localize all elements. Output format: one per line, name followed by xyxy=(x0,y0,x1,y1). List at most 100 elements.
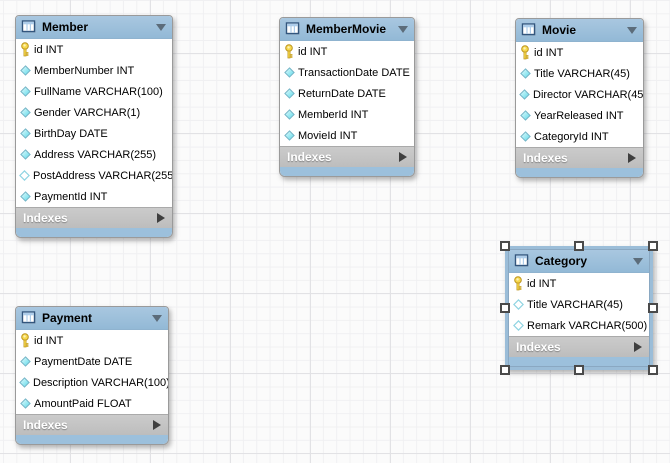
collapse-arrow-icon[interactable] xyxy=(627,27,637,34)
selection-handle-bottom-left[interactable] xyxy=(500,365,510,375)
expand-arrow-icon[interactable] xyxy=(628,153,636,163)
column-label: id INT xyxy=(298,46,327,58)
column-row-yearreleased[interactable]: YearReleased INT xyxy=(516,105,643,126)
column-row-address[interactable]: Address VARCHAR(255) xyxy=(16,144,172,165)
table-movie-header[interactable]: Movie xyxy=(516,19,643,42)
column-label: id INT xyxy=(34,335,63,347)
collapse-arrow-icon[interactable] xyxy=(156,24,166,31)
table-bottom-bar xyxy=(16,228,172,237)
selection-handle-bottom-right[interactable] xyxy=(648,365,658,375)
table-membermovie[interactable]: MemberMovie id INT TransactionDate DATE Re… xyxy=(279,17,415,177)
primary-key-icon xyxy=(283,44,295,59)
diamond-notnull-icon xyxy=(519,68,531,79)
column-row-membernumber[interactable]: MemberNumber INT xyxy=(16,60,172,81)
expand-arrow-icon[interactable] xyxy=(634,342,642,352)
expand-arrow-icon[interactable] xyxy=(153,420,161,430)
table-movie[interactable]: Movie id INT Title VARCHAR(45)Director VA… xyxy=(515,18,644,178)
table-title: Member xyxy=(42,20,88,34)
column-label: id INT xyxy=(527,278,556,290)
diamond-notnull-icon xyxy=(19,128,31,139)
column-row-movieid[interactable]: MovieId INT xyxy=(280,125,414,146)
column-row-amountpaid[interactable]: AmountPaid FLOAT xyxy=(16,393,168,414)
selection-handle-middle-left[interactable] xyxy=(500,303,510,313)
column-label: TransactionDate DATE xyxy=(298,67,410,79)
column-row-paymentdate[interactable]: PaymentDate DATE xyxy=(16,351,168,372)
table-category[interactable]: Category id INT Title VARCHAR(45) Remark V… xyxy=(508,249,650,367)
diamond-notnull-icon xyxy=(19,377,30,388)
column-row-paymentid[interactable]: PaymentId INT xyxy=(16,186,172,207)
table-payment-header[interactable]: Payment xyxy=(16,307,168,330)
indexes-label: Indexes xyxy=(516,340,561,354)
column-row-id[interactable]: id INT xyxy=(280,41,414,62)
collapse-arrow-icon[interactable] xyxy=(152,315,162,322)
primary-key-icon xyxy=(519,45,531,60)
diamond-nullable-icon xyxy=(512,299,524,310)
table-payment[interactable]: Payment id INT PaymentDate DATE Descriptio… xyxy=(15,306,169,445)
column-row-director[interactable]: Director VARCHAR(45) xyxy=(516,84,643,105)
column-row-title[interactable]: Title VARCHAR(45) xyxy=(516,63,643,84)
column-label: PaymentDate DATE xyxy=(34,356,132,368)
column-row-description[interactable]: Description VARCHAR(100) xyxy=(16,372,168,393)
table-title: MemberMovie xyxy=(306,22,386,36)
column-label: AmountPaid FLOAT xyxy=(34,398,132,410)
table-category-header[interactable]: Category xyxy=(509,250,649,273)
column-label: id INT xyxy=(534,47,563,59)
table-icon xyxy=(21,20,37,34)
column-row-id[interactable]: id INT xyxy=(16,39,172,60)
table-category-indexes-bar[interactable]: Indexes xyxy=(509,336,649,357)
table-membermovie-header[interactable]: MemberMovie xyxy=(280,18,414,41)
column-label: MovieId INT xyxy=(298,130,357,142)
diamond-notnull-icon xyxy=(519,89,530,100)
column-row-memberid[interactable]: MemberId INT xyxy=(280,104,414,125)
selection-frame-category[interactable]: Category id INT Title VARCHAR(45) Remark V… xyxy=(505,246,653,370)
table-membermovie-indexes-bar[interactable]: Indexes xyxy=(280,146,414,167)
indexes-label: Indexes xyxy=(23,418,68,432)
expand-arrow-icon[interactable] xyxy=(399,152,407,162)
diamond-notnull-icon xyxy=(519,110,531,121)
column-row-transactiondate[interactable]: TransactionDate DATE xyxy=(280,62,414,83)
column-row-id[interactable]: id INT xyxy=(516,42,643,63)
indexes-label: Indexes xyxy=(523,151,568,165)
table-member[interactable]: Member id INT MemberNumber INT FullName VA… xyxy=(15,15,173,238)
table-movie-columns: id INT Title VARCHAR(45)Director VARCHAR(… xyxy=(516,42,643,147)
column-row-gender[interactable]: Gender VARCHAR(1) xyxy=(16,102,172,123)
column-row-remark[interactable]: Remark VARCHAR(500) xyxy=(509,315,649,336)
column-row-postaddress[interactable]: PostAddress VARCHAR(255) xyxy=(16,165,172,186)
column-label: Remark VARCHAR(500) xyxy=(527,320,647,332)
diamond-notnull-icon xyxy=(519,131,531,142)
column-row-returndate[interactable]: ReturnDate DATE xyxy=(280,83,414,104)
table-member-columns: id INT MemberNumber INT FullName VARCHAR(1… xyxy=(16,39,172,207)
column-row-id[interactable]: id INT xyxy=(509,273,649,294)
table-payment-indexes-bar[interactable]: Indexes xyxy=(16,414,168,435)
column-row-id[interactable]: id INT xyxy=(16,330,168,351)
expand-arrow-icon[interactable] xyxy=(157,213,165,223)
selection-handle-bottom-middle[interactable] xyxy=(574,365,584,375)
table-payment-columns: id INT PaymentDate DATE Description VARCHA… xyxy=(16,330,168,414)
table-bottom-bar xyxy=(16,435,168,444)
table-member-indexes-bar[interactable]: Indexes xyxy=(16,207,172,228)
column-row-birthday[interactable]: BirthDay DATE xyxy=(16,123,172,144)
table-icon xyxy=(21,311,37,325)
column-label: MemberId INT xyxy=(298,109,368,121)
column-label: MemberNumber INT xyxy=(34,65,134,77)
table-icon xyxy=(521,23,537,37)
column-label: Address VARCHAR(255) xyxy=(34,149,156,161)
diamond-notnull-icon xyxy=(283,130,295,141)
diamond-notnull-icon xyxy=(283,88,295,99)
column-label: CategoryId INT xyxy=(534,131,609,143)
collapse-arrow-icon[interactable] xyxy=(398,26,408,33)
selection-handle-middle-right[interactable] xyxy=(648,303,658,313)
table-movie-indexes-bar[interactable]: Indexes xyxy=(516,147,643,168)
table-member-header[interactable]: Member xyxy=(16,16,172,39)
collapse-arrow-icon[interactable] xyxy=(633,258,643,265)
column-row-fullname[interactable]: FullName VARCHAR(100) xyxy=(16,81,172,102)
column-label: FullName VARCHAR(100) xyxy=(34,86,163,98)
selection-handle-top-left[interactable] xyxy=(500,241,510,251)
column-row-categoryid[interactable]: CategoryId INT xyxy=(516,126,643,147)
selection-handle-top-middle[interactable] xyxy=(574,241,584,251)
column-row-title[interactable]: Title VARCHAR(45) xyxy=(509,294,649,315)
selection-handle-top-right[interactable] xyxy=(648,241,658,251)
table-icon xyxy=(514,254,530,268)
primary-key-icon xyxy=(19,42,31,57)
